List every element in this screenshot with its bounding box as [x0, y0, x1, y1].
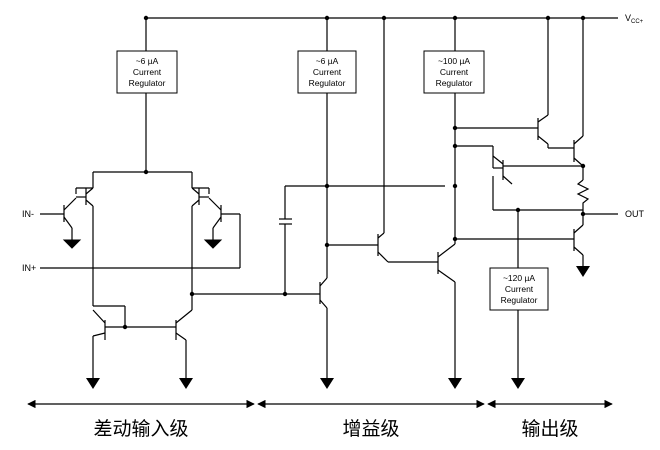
svg-text:Regulator: Regulator: [436, 78, 473, 88]
out-label: OUT: [625, 209, 645, 219]
svg-text:Current: Current: [133, 67, 162, 77]
stage-label-output: 输出级: [521, 418, 578, 440]
output-stage-transistors: [455, 18, 618, 378]
current-regulator-4: ~120 µA Current Regulator: [489, 267, 549, 311]
differential-input-transistors: [40, 171, 320, 378]
svg-text:Current: Current: [505, 284, 534, 294]
current-regulator-2: ~6 µA Current Regulator: [297, 18, 357, 278]
svg-text:~120 µA: ~120 µA: [503, 273, 535, 283]
vcc-label: VCC+: [625, 13, 644, 25]
svg-text:Regulator: Regulator: [129, 78, 166, 88]
svg-text:Regulator: Regulator: [309, 78, 346, 88]
svg-text:Current: Current: [440, 67, 469, 77]
gain-stage-transistors: [279, 18, 456, 378]
svg-text:~6 µA: ~6 µA: [316, 56, 339, 66]
stage-label-differential-input: 差动输入级: [93, 418, 188, 440]
svg-text:~6 µA: ~6 µA: [136, 56, 159, 66]
in-plus-label: IN+: [22, 263, 36, 273]
svg-text:Current: Current: [313, 67, 342, 77]
stage-label-gain: 增益级: [342, 418, 399, 440]
svg-text:Regulator: Regulator: [501, 295, 538, 305]
ground-symbols: [86, 266, 590, 389]
current-regulator-1: ~6 µA Current Regulator: [116, 18, 178, 175]
in-minus-label: IN-: [22, 209, 34, 219]
vcc-rail: [143, 15, 618, 21]
current-regulator-3: ~100 µA Current Regulator: [423, 18, 485, 244]
svg-text:~100 µA: ~100 µA: [438, 56, 470, 66]
input-labels: IN- IN+: [22, 209, 36, 273]
